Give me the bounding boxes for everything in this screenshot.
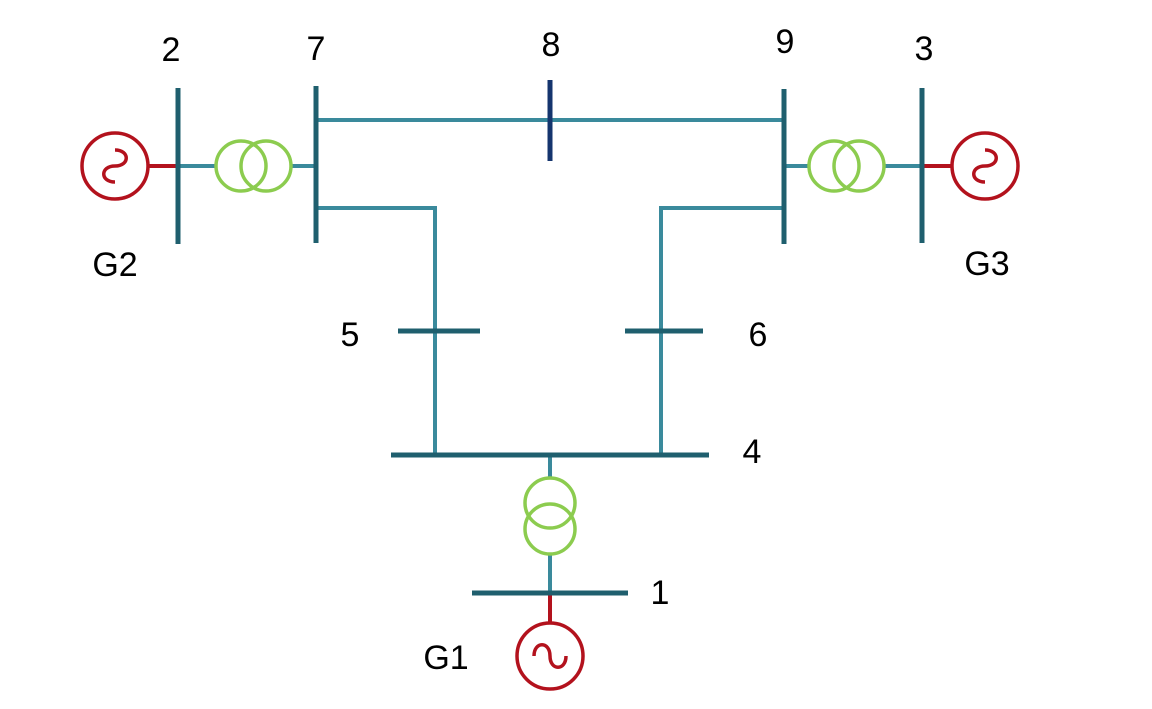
line-9-6-4 bbox=[659, 206, 784, 455]
transformer-icon bbox=[214, 139, 293, 193]
bus-label-2: 2 bbox=[162, 31, 181, 69]
transformer-icon bbox=[523, 476, 577, 556]
transmission-lines bbox=[178, 118, 922, 593]
ac-generator-icon bbox=[515, 621, 585, 691]
bus-label-5: 5 bbox=[341, 316, 360, 354]
bus-bars bbox=[175, 86, 925, 596]
bus-label-1: 1 bbox=[651, 574, 670, 612]
bus-label-9: 9 bbox=[776, 23, 795, 61]
bus-label-4: 4 bbox=[743, 433, 762, 471]
generator-label-g3: G3 bbox=[964, 245, 1009, 283]
generator-label-g1: G1 bbox=[423, 639, 468, 677]
bus-label-7: 7 bbox=[307, 30, 326, 68]
bus-label-6: 6 bbox=[749, 316, 768, 354]
generator-connections bbox=[148, 164, 952, 623]
ac-generator-icon bbox=[80, 131, 150, 201]
line-7-5-4 bbox=[316, 206, 437, 455]
transformer-icon bbox=[807, 139, 886, 193]
ac-generator-icon bbox=[950, 131, 1020, 201]
bus-label-8: 8 bbox=[542, 26, 561, 64]
generator-label-g2: G2 bbox=[92, 246, 137, 284]
bus-label-3: 3 bbox=[915, 30, 934, 68]
